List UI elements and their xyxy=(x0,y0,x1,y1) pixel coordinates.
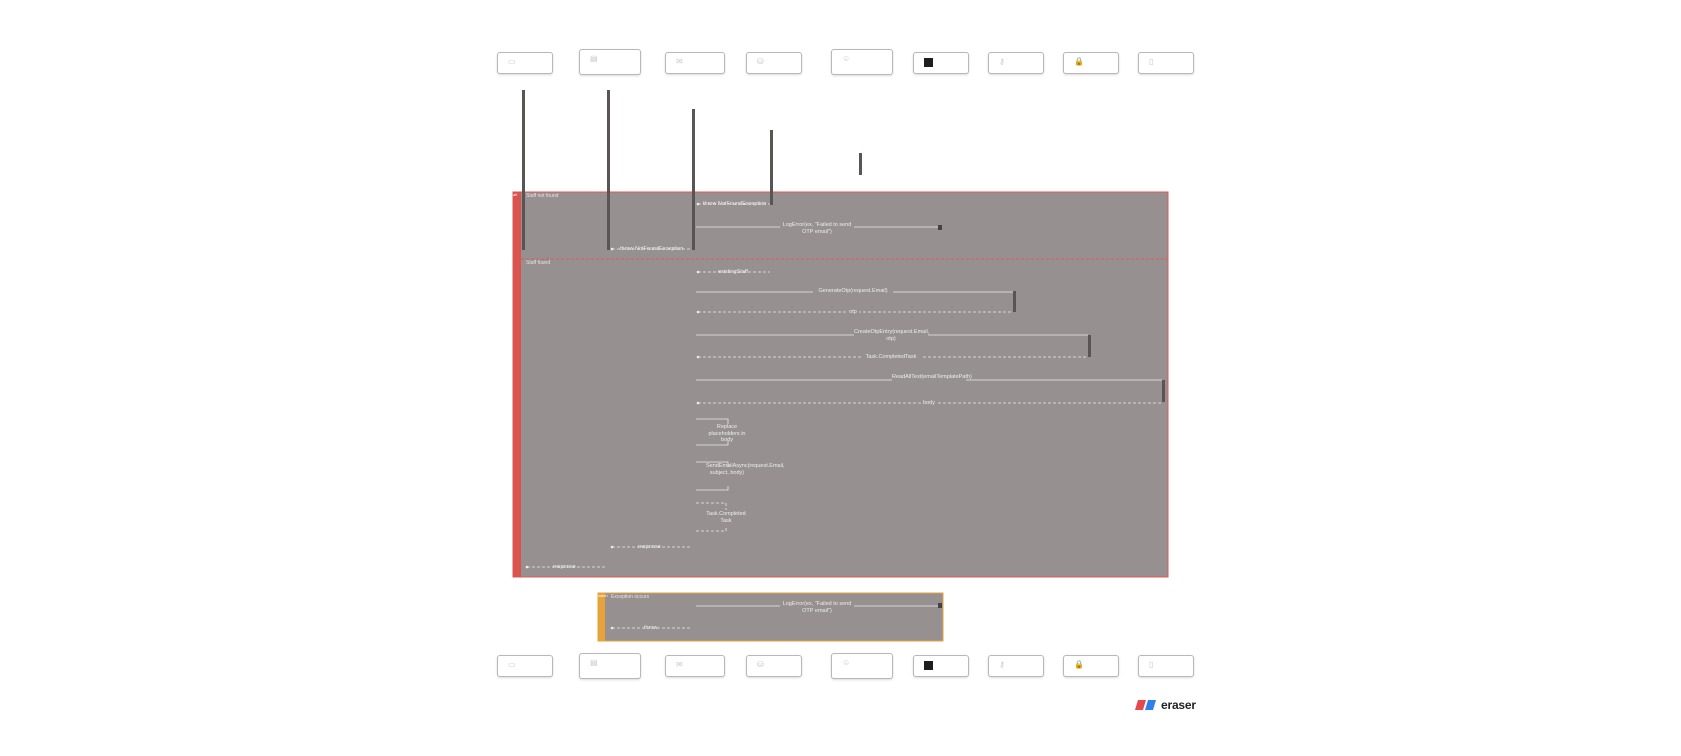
alt-frame-bar xyxy=(513,192,521,577)
lock-icon: 🔒 xyxy=(1074,660,1084,669)
activation-database xyxy=(770,130,773,205)
document-icon: ▯ xyxy=(1149,57,1154,66)
participant-staff-repo-bottom[interactable]: ☺ xyxy=(831,653,893,679)
catch-keyword: catch xyxy=(598,593,608,598)
monitor-icon: ▭ xyxy=(508,660,516,669)
participant-otp-generator[interactable] xyxy=(913,52,969,74)
message-m2: LogError(ex, "Failed to send OTP email") xyxy=(780,222,854,235)
message-m17: throw xyxy=(644,625,658,631)
participant-client-bottom[interactable]: ▭ xyxy=(497,655,553,677)
message-m11: Replace placeholders in body xyxy=(708,424,746,443)
alt-section1-condition: Staff not found xyxy=(526,193,559,199)
catch-frame xyxy=(597,592,944,642)
user-icon: ☺ xyxy=(842,658,851,667)
key-icon: ⚷ xyxy=(999,57,1005,66)
mail-icon: ✉ xyxy=(676,57,683,66)
activation-api xyxy=(607,90,610,250)
activation-mail-service xyxy=(692,109,695,250)
participant-staff-repo[interactable]: ☺ xyxy=(831,49,893,75)
participant-file-system[interactable]: ▯ xyxy=(1138,52,1194,74)
server-icon: ▤ xyxy=(590,658,598,667)
message-m16: LogError(ex, "Failed to send OTP email") xyxy=(780,601,854,614)
alt-section2-condition: Staff found xyxy=(526,260,551,266)
server-icon: ▤ xyxy=(590,54,598,63)
message-m15: response xyxy=(553,564,576,570)
message-m1: throw NotFoundException xyxy=(703,201,767,207)
database-icon: ⛁ xyxy=(757,57,764,66)
brand-name: eraser xyxy=(1161,698,1196,712)
message-m7: CreateOtpEntry(request.Email, otp) xyxy=(854,329,930,342)
activation-otp-generator xyxy=(1013,291,1016,312)
message-m9: ReadAllText(emailTemplatePath) xyxy=(892,374,972,381)
database-icon: ⛁ xyxy=(757,660,764,669)
lock-icon: 🔒 xyxy=(1074,57,1084,66)
eraser-logo-icon xyxy=(1135,700,1156,710)
monitor-icon: ▭ xyxy=(508,57,516,66)
alt-keyword: alt xyxy=(513,192,518,197)
message-m10: body xyxy=(921,400,937,407)
activation-staff-repo xyxy=(859,153,862,175)
participant-client[interactable]: ▭ xyxy=(497,52,553,74)
message-m13: Task.Completed Task xyxy=(706,511,746,524)
arrow-m13 xyxy=(696,502,727,532)
participant-api-bottom[interactable]: ▤ xyxy=(579,653,641,679)
document-icon: ▯ xyxy=(1149,660,1154,669)
message-m5: GenerateOtp(request.Email) xyxy=(813,288,893,295)
activation-logger-catch xyxy=(938,603,942,608)
key-icon: ⚷ xyxy=(999,660,1005,669)
message-m12: SendEmailAsync(request.Email, subject, b… xyxy=(706,463,785,476)
participant-mail-service-bottom[interactable]: ✉ xyxy=(665,655,725,677)
arrow-m11 xyxy=(696,418,729,446)
message-m4: existingStaff xyxy=(718,269,748,275)
participant-otp-store-bottom[interactable]: ⚷ xyxy=(988,655,1044,677)
activation-otp-store xyxy=(1088,335,1091,357)
message-m14: response xyxy=(638,544,661,550)
participant-api[interactable]: ▤ xyxy=(579,49,641,75)
eraser-brand[interactable]: eraser xyxy=(1135,697,1196,713)
participant-mail-service[interactable]: ✉ xyxy=(665,52,725,74)
participant-file-system-bottom[interactable]: ▯ xyxy=(1138,655,1194,677)
participant-database-bottom[interactable]: ⛁ xyxy=(746,655,802,677)
black-square-icon xyxy=(924,58,933,67)
participant-security-bottom[interactable]: 🔒 xyxy=(1063,655,1119,677)
catch-condition: Exception occurs xyxy=(611,594,650,600)
participant-otp-generator-bottom[interactable] xyxy=(913,655,969,677)
arrow-m12 xyxy=(696,461,729,491)
message-m3: throw NotFoundException xyxy=(620,246,684,252)
black-square-icon xyxy=(924,661,933,670)
user-icon: ☺ xyxy=(842,54,851,63)
mail-icon: ✉ xyxy=(676,660,683,669)
participant-otp-store[interactable]: ⚷ xyxy=(988,52,1044,74)
message-m8: Task.CompletedTask xyxy=(861,354,921,361)
participant-security[interactable]: 🔒 xyxy=(1063,52,1119,74)
participant-database[interactable]: ⛁ xyxy=(746,52,802,74)
activation-file-system xyxy=(1162,380,1165,402)
activation-logger xyxy=(938,225,942,230)
catch-frame-bar xyxy=(598,593,605,641)
alt-frame xyxy=(512,191,1169,578)
message-m6: otp xyxy=(847,309,859,316)
activation-client xyxy=(522,90,525,250)
